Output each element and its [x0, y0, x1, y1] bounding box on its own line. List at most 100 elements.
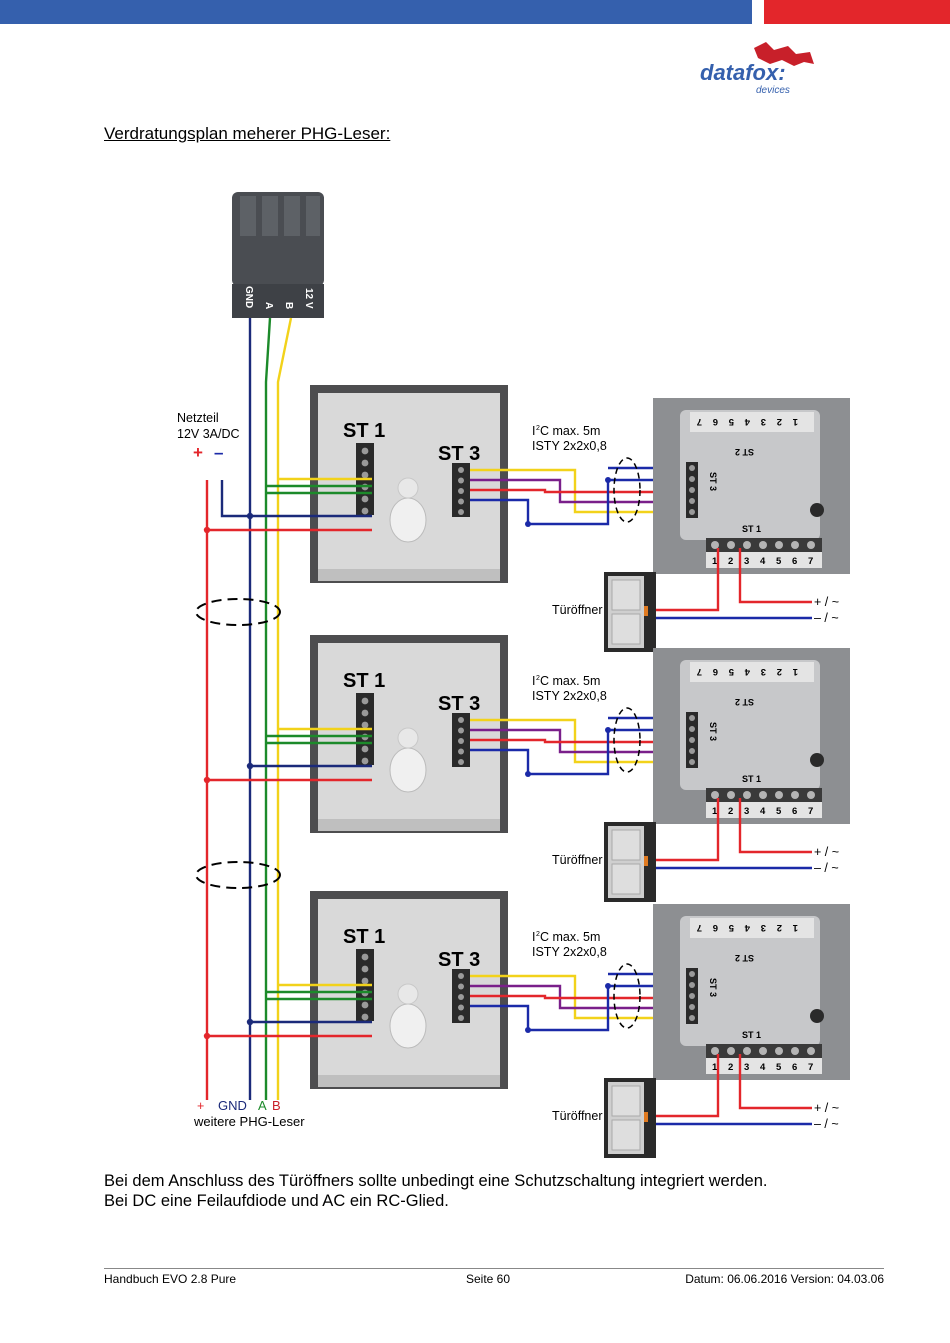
- module-st1-pin: [775, 1047, 783, 1055]
- st1-pin: [361, 507, 369, 515]
- wire-i2c-red: [470, 994, 690, 1000]
- module-st3-pin: [689, 498, 695, 504]
- legend-more-readers: weitere PHG-Leser: [193, 1114, 305, 1129]
- reader-button: [389, 1003, 427, 1049]
- module-top-pin-label: 1: [792, 666, 798, 677]
- module-st1-label: ST 1: [742, 1030, 761, 1040]
- logo-text: datafox:: [700, 60, 786, 85]
- door-panel: [611, 579, 641, 611]
- trunk-ellipse-2: [195, 861, 281, 889]
- junction-gnd: [246, 762, 254, 770]
- module-bottom-pin-label: 2: [728, 1062, 733, 1073]
- module-st1-pin: [775, 791, 783, 799]
- i2c-prefix: I: [532, 674, 535, 688]
- door-panel: [611, 829, 641, 861]
- module-body: [680, 410, 820, 540]
- module-st3-pin: [689, 993, 695, 999]
- door-plus-label: + / ~: [814, 845, 839, 859]
- reader-st1-label: ST 1: [343, 670, 385, 692]
- module-top-pin-label: 4: [744, 922, 750, 933]
- module-top-pin-label: 4: [744, 416, 750, 427]
- trunk-wires: [205, 317, 293, 1100]
- module-mount-hole: [810, 503, 824, 517]
- i2c-cable-ellipse: [613, 457, 641, 523]
- module-bottom-pin-label: 4: [760, 556, 766, 567]
- module-st1-pin: [759, 791, 767, 799]
- connector-pin-12v: 12 V: [303, 288, 314, 309]
- module-st1-pin: [743, 1047, 751, 1055]
- module-bottom-pin-label: 1: [712, 1062, 718, 1073]
- module-top-pin-label: 2: [777, 666, 782, 677]
- junction-12v: [203, 1032, 211, 1040]
- module-st1-pin: [727, 1047, 735, 1055]
- module-top-strip: [690, 662, 814, 682]
- st1-pin: [361, 471, 369, 479]
- door-handle: [644, 856, 648, 866]
- i2c-superscript: 2: [536, 931, 540, 938]
- module-top-pin-label: 6: [713, 922, 718, 933]
- st3-pin: [458, 467, 464, 473]
- door-panel: [611, 613, 641, 645]
- reader-bottom-edge: [318, 1075, 500, 1087]
- st3-pin: [458, 983, 464, 990]
- module-bottom-pin-label: 2: [728, 806, 733, 817]
- module-top-pin-label: 1: [792, 922, 798, 933]
- st3-pin: [458, 973, 464, 979]
- module-st1-pin: [711, 791, 719, 799]
- reader-ring: [397, 477, 419, 499]
- power-label-1: Netzteil: [177, 411, 219, 425]
- legend-a: A: [258, 1098, 267, 1113]
- door-opener-label: Türöffner: [552, 1109, 603, 1123]
- module-bottom-pin-label: 7: [808, 1062, 813, 1073]
- wire-door-supply: [738, 548, 812, 604]
- module-bottom-pin-label: 7: [808, 556, 813, 567]
- module-top-pin-label: 3: [761, 922, 766, 933]
- module-bottom-pin-label: 6: [792, 556, 797, 567]
- door-minus-label: – / ~: [814, 611, 839, 625]
- wire-i2c-blue-1: [470, 728, 690, 776]
- module-body: [680, 916, 820, 1046]
- module-st3-pin: [689, 748, 695, 754]
- i2c-cable-ellipse: [613, 707, 641, 773]
- door-plus-label: + / ~: [814, 595, 839, 609]
- junction-i2c: [525, 1027, 531, 1033]
- module-top-pin-label: 5: [728, 416, 734, 427]
- st1-pin: [361, 495, 369, 503]
- footer-divider: [104, 1268, 884, 1269]
- reader-button: [389, 747, 427, 793]
- module-mount-hole: [810, 753, 824, 767]
- module-bottom-pin-label: 4: [760, 1062, 766, 1073]
- reader-st1-label: ST 1: [343, 926, 385, 948]
- module-st1-pin: [743, 541, 751, 549]
- note-line-2: Bei DC eine Feilaufdiode und AC ein RC-G…: [104, 1192, 449, 1210]
- module-st1-pin: [727, 541, 735, 549]
- module-st1-label: ST 1: [742, 524, 761, 534]
- i2c-label: C max. 5m: [540, 424, 600, 438]
- power-minus: –: [214, 443, 223, 462]
- module-bottom-pin-label: 7: [808, 806, 813, 817]
- module-top-pin-label: 1: [792, 416, 798, 427]
- note-line-1: Bei dem Anschluss des Türöffners sollte …: [104, 1172, 768, 1190]
- module-top-pin-label: 7: [697, 416, 702, 427]
- i2c-cable-ellipse: [613, 963, 641, 1029]
- module-st1-pin: [775, 541, 783, 549]
- st3-pin: [458, 759, 464, 765]
- module-top-pin-label: 3: [761, 666, 766, 677]
- header-bar-blue: [0, 0, 752, 24]
- logo-subtext: devices: [756, 85, 790, 96]
- st1-pin: [361, 745, 369, 753]
- st1-pin: [361, 709, 369, 717]
- wire-door-supply: [738, 798, 812, 854]
- module-bottom-pin-label: 6: [792, 806, 797, 817]
- module-top-strip: [690, 412, 814, 432]
- st3-pin: [458, 738, 464, 744]
- module-top-pin-label: 6: [713, 416, 718, 427]
- reader-st1-label: ST 1: [343, 420, 385, 442]
- footer-left: Handbuch EVO 2.8 Pure: [104, 1272, 237, 1286]
- reader-ring: [397, 727, 419, 749]
- st3-pin: [458, 509, 464, 515]
- module-st3-pin: [689, 982, 695, 988]
- module-st1-pin: [711, 1047, 719, 1055]
